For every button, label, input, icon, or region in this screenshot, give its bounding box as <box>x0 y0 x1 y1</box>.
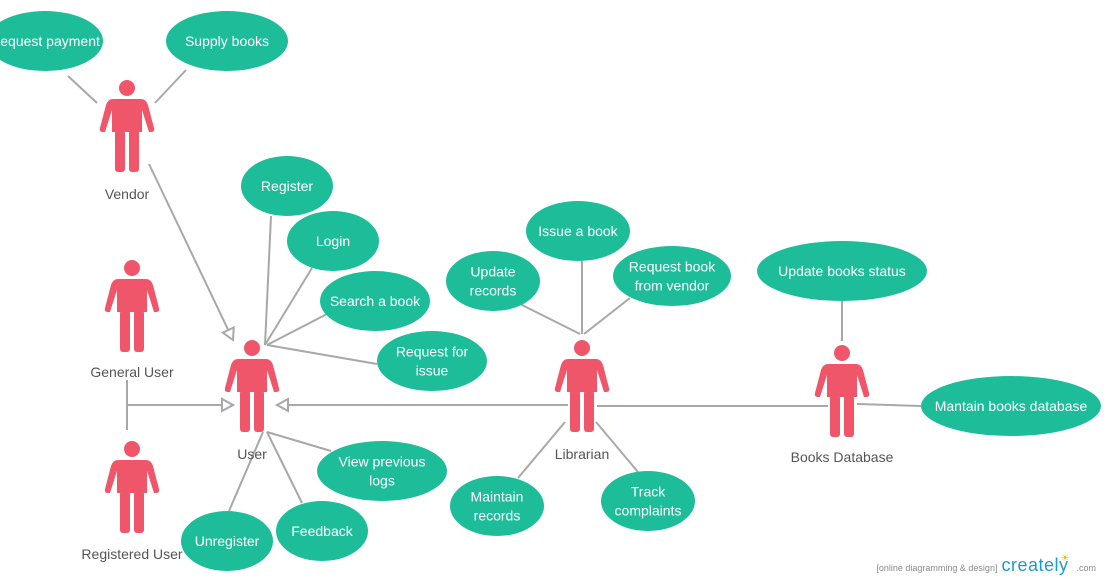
use-case-shape <box>757 241 927 301</box>
actor-icon <box>104 441 160 533</box>
actor-label: User <box>237 446 267 462</box>
edges-layer <box>67 69 922 512</box>
use-case-shape <box>526 201 630 261</box>
use-case-update-records[interactable]: Update records <box>446 251 540 311</box>
use-case-shape <box>377 331 487 391</box>
actor-vendor[interactable]: Vendor <box>99 80 155 202</box>
creately-watermark: [online diagramming & design] creately ☀… <box>876 553 1096 575</box>
actor-label: Registered User <box>81 546 182 562</box>
use-case-label: Register <box>261 178 313 194</box>
actor-label: Vendor <box>105 186 150 202</box>
actor-registered-user[interactable]: Registered User <box>81 441 183 562</box>
association-books-database-mantain-books-database <box>856 403 922 407</box>
use-case-shape <box>0 11 103 71</box>
use-case-login[interactable]: Login <box>287 211 379 271</box>
actor-icon <box>99 80 155 172</box>
actor-books-database[interactable]: Books Database <box>791 345 894 465</box>
association-user-feedback <box>266 431 303 504</box>
use-case-label: Supply books <box>185 33 269 49</box>
generalization-arrowhead-vendor <box>220 325 235 342</box>
use-case-issue-a-book[interactable]: Issue a book <box>526 201 630 261</box>
actor-label: General User <box>90 364 174 380</box>
use-case-shape <box>241 156 333 216</box>
actor-label: Librarian <box>555 446 609 462</box>
association-librarian-maintain-records <box>517 421 566 479</box>
actor-user[interactable]: User <box>224 340 280 462</box>
use-case-label: View previous <box>339 454 426 470</box>
use-case-label: Unregister <box>195 533 260 549</box>
association-user-view-previous-logs <box>266 431 332 452</box>
use-case-unregister[interactable]: Unregister <box>181 511 273 571</box>
use-case-label: Feedback <box>291 523 353 539</box>
use-case-label: Issue a book <box>538 223 618 239</box>
association-librarian-track-complaints <box>595 421 639 473</box>
use-case-request-book-from-vendor[interactable]: Request book from vendor <box>613 246 731 306</box>
watermark-brand: creately <box>1001 555 1069 575</box>
use-case-label: from vendor <box>635 278 710 294</box>
association-librarian-request-book-from-vendor <box>583 297 631 335</box>
use-case-view-previous-logs[interactable]: View previous logs <box>317 441 447 501</box>
use-case-shape <box>450 476 544 536</box>
use-case-label: issue <box>416 363 449 379</box>
use-case-label: Request payment <box>0 33 100 49</box>
watermark-tagline: [online diagramming & design] <box>876 563 998 573</box>
generalization-vendor-user <box>148 163 230 331</box>
use-case-label: Search a book <box>330 293 421 309</box>
actor-general-user[interactable]: General User <box>90 260 174 380</box>
use-case-shape <box>601 471 695 531</box>
use-case-shape <box>181 511 273 571</box>
use-case-track-complaints[interactable]: Track complaints <box>601 471 695 531</box>
association-vendor-request-payment <box>67 75 98 104</box>
use-case-label: Update books status <box>778 263 906 279</box>
actor-label: Books Database <box>791 449 894 465</box>
use-case-label: Maintain <box>471 489 524 505</box>
generalization-arrowhead-librarian <box>274 397 289 413</box>
actor-icon <box>224 340 280 432</box>
use-case-shape <box>166 11 288 71</box>
association-user-register <box>264 215 272 346</box>
association-user-login <box>264 267 313 346</box>
use-case-request-for-issue[interactable]: Request for issue <box>377 331 487 391</box>
use-case-layer: Request payment Supply booksRegisterLogin… <box>0 11 1101 571</box>
use-case-label: Request book <box>629 259 716 275</box>
use-case-shape <box>287 211 379 271</box>
use-case-shape <box>317 441 447 501</box>
actor-icon <box>104 260 160 352</box>
use-case-label: Mantain books database <box>935 398 1088 414</box>
use-case-register[interactable]: Register <box>241 156 333 216</box>
use-case-shape <box>921 376 1101 436</box>
use-case-shape <box>446 251 540 311</box>
association-user-unregister <box>228 431 264 512</box>
use-case-maintain-records[interactable]: Maintain records <box>450 476 544 536</box>
association-vendor-supply-books <box>154 69 187 104</box>
use-case-label: Login <box>316 233 350 249</box>
watermark-tld: .com <box>1076 563 1096 573</box>
actor-icon <box>554 340 610 432</box>
association-librarian-update-records <box>519 303 581 335</box>
use-case-label: complaints <box>615 503 682 519</box>
association-user-request-for-issue <box>266 344 378 365</box>
use-case-label: records <box>474 508 521 524</box>
use-case-shape <box>320 271 430 331</box>
use-case-feedback[interactable]: Feedback <box>276 501 368 561</box>
actor-icon <box>814 345 870 437</box>
use-case-label: logs <box>369 473 395 489</box>
use-case-update-books-status[interactable]: Update books status <box>757 241 927 301</box>
use-case-label: records <box>470 283 517 299</box>
use-case-request-payment[interactable]: Request payment <box>0 11 103 71</box>
actor-librarian[interactable]: Librarian <box>555 340 609 462</box>
use-case-search-a-book[interactable]: Search a book <box>320 271 430 331</box>
association-user-search-a-book <box>266 313 328 346</box>
use-case-shape <box>276 501 368 561</box>
generalization-arrowhead-registered-user <box>221 397 236 413</box>
use-case-label: Request for <box>396 344 469 360</box>
use-case-label: Track <box>631 484 666 500</box>
use-case-supply-books[interactable]: Supply books <box>166 11 288 71</box>
use-case-label: Update <box>470 264 515 280</box>
use-case-shape <box>613 246 731 306</box>
use-case-mantain-books-database[interactable]: Mantain books database <box>921 376 1101 436</box>
